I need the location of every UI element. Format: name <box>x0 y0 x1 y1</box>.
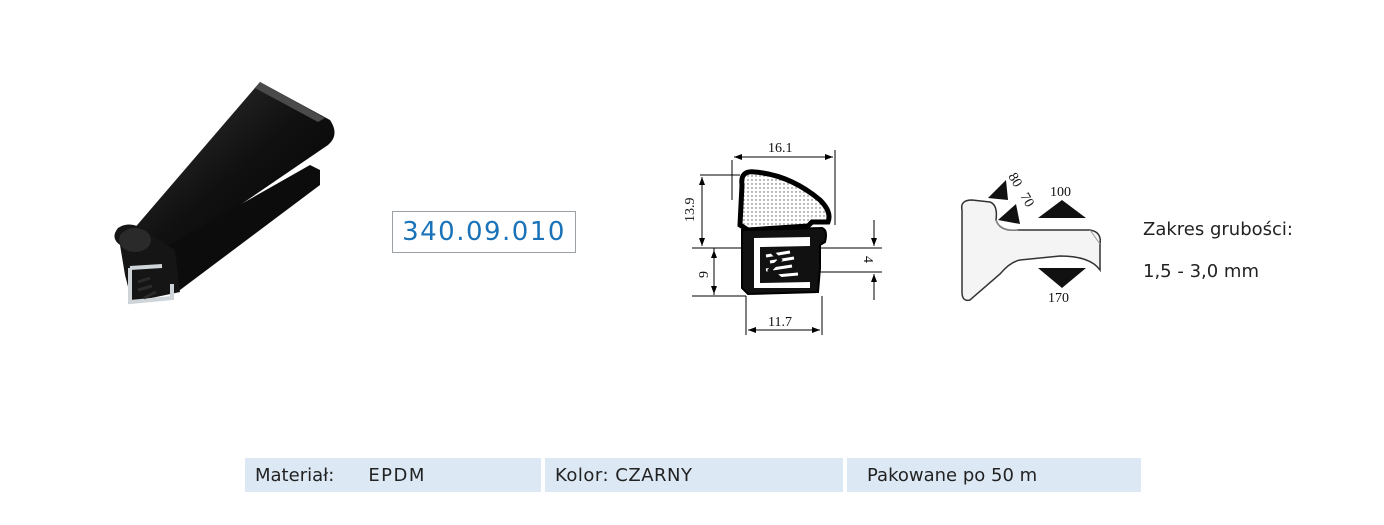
force-arrow-70 <box>998 204 1020 224</box>
product-code-text: 340.09.010 <box>402 217 566 247</box>
color-value: Kolor: CZARNY <box>555 464 693 486</box>
profile-cross-section-drawing: 16.1 13.9 9 4 11.7 <box>683 141 882 335</box>
material-label: Materiał: <box>255 464 335 486</box>
material-value: EPDM <box>368 464 426 486</box>
grip-force-diagram: 80 70 100 170 <box>960 171 1102 306</box>
dim-height: 13.9 <box>683 198 698 223</box>
force-arrow-100 <box>1038 200 1086 218</box>
packaging-value: Pakowane po 50 m <box>867 464 1038 486</box>
product-code: 340.09.010 <box>392 211 576 253</box>
product-render-image <box>114 82 335 305</box>
dim-top-width: 16.1 <box>768 141 793 156</box>
force-label-80: 80 <box>1005 171 1025 191</box>
color-cell: Kolor: CZARNY <box>545 458 843 492</box>
dim-clip-height: 9 <box>697 271 712 278</box>
thickness-range-label: Zakres grubości: <box>1143 219 1293 240</box>
dim-gap: 4 <box>860 256 875 263</box>
force-label-100: 100 <box>1050 185 1071 200</box>
force-arrow-170 <box>1038 268 1086 288</box>
thickness-range-value: 1,5 - 3,0 mm <box>1143 261 1259 282</box>
force-label-70: 70 <box>1017 191 1037 211</box>
packaging-cell: Pakowane po 50 m <box>847 458 1141 492</box>
force-arrow-80 <box>988 180 1008 200</box>
dim-bottom-width: 11.7 <box>768 315 792 330</box>
material-cell: Materiał: EPDM <box>245 458 541 492</box>
force-label-170: 170 <box>1048 291 1069 306</box>
specification-bar: Materiał: EPDM Kolor: CZARNY Pakowane po… <box>245 458 1141 492</box>
